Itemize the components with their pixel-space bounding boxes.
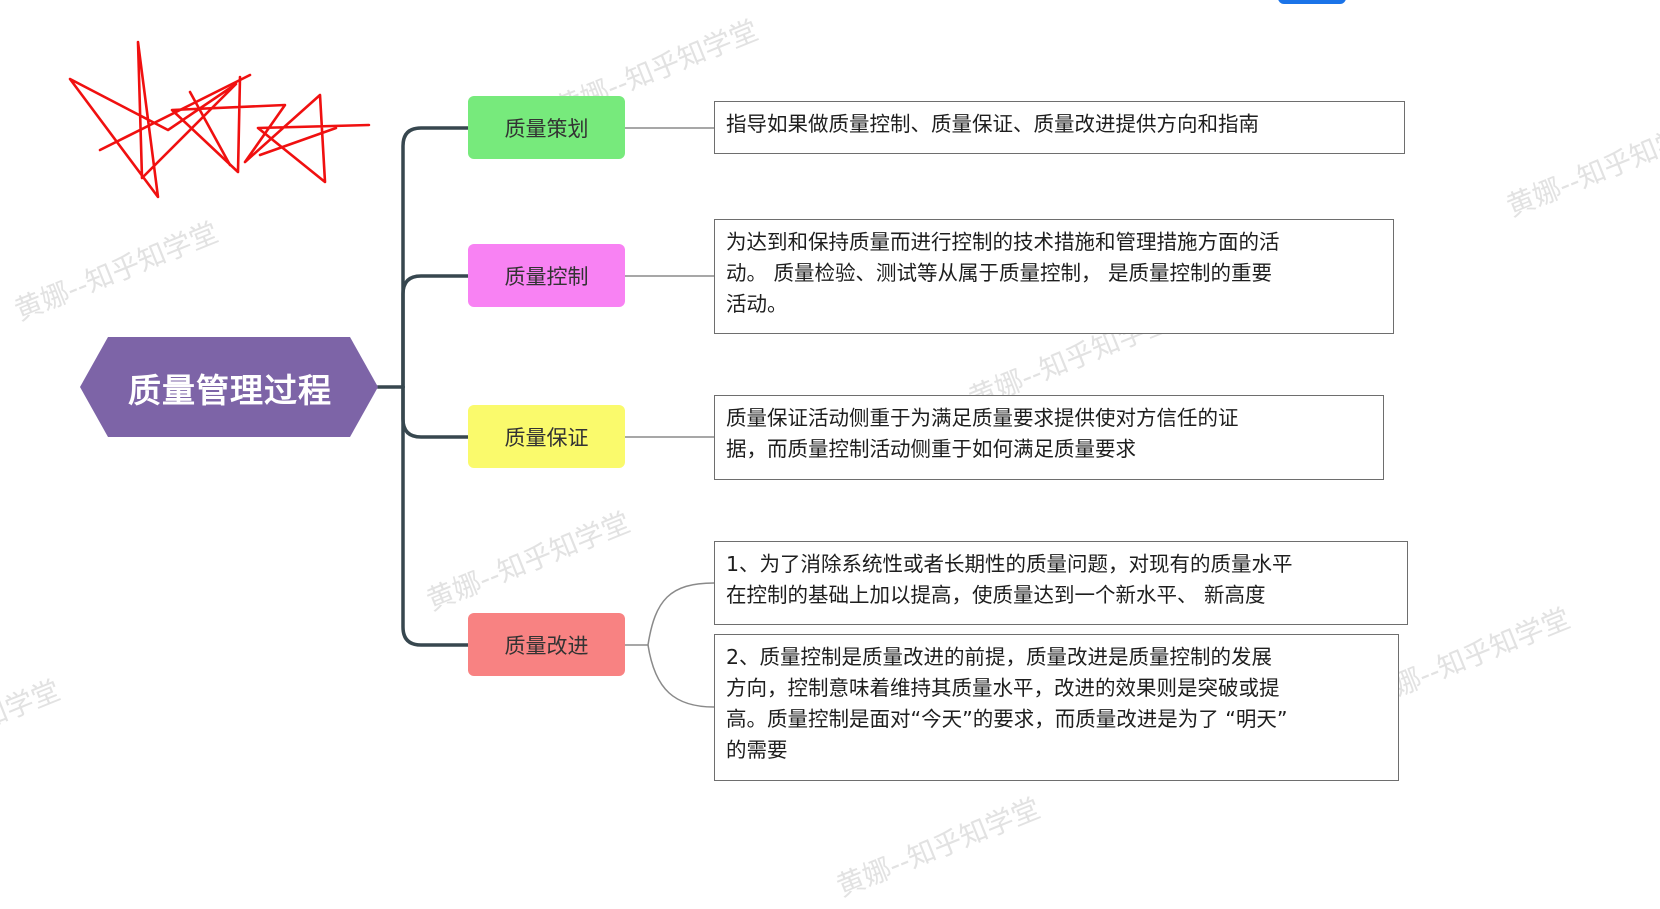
detail-box-assurance: 质量保证活动侧重于为满足质量要求提供使对方信任的证 据，而质量控制活动侧重于如何… — [714, 395, 1384, 480]
branch-label: 质量保证 — [504, 425, 589, 450]
top-edge-pill — [1278, 0, 1346, 4]
detail-box-improvement-1: 1、为了消除系统性或者长期性的质量问题，对现有的质量水平 在控制的基础上加以提高… — [714, 541, 1408, 625]
detail-box-improvement-2: 2、质量控制是质量改进的前提，质量改进是质量控制的发展 方向，控制意味着维持其质… — [714, 634, 1399, 781]
leaf-connector-4a — [625, 582, 715, 646]
scribble-star-left — [68, 40, 238, 199]
branch-node-quality-planning: 质量策划 — [468, 96, 625, 159]
branch-connector-4 — [401, 385, 470, 647]
scribble-strokes — [98, 73, 338, 167]
branch-connector-3 — [401, 385, 470, 439]
branch-node-quality-control: 质量控制 — [468, 244, 625, 307]
branch-label: 质量策划 — [504, 116, 589, 141]
branch-node-quality-assurance: 质量保证 — [468, 405, 625, 468]
leaf-connector-4b — [647, 644, 715, 708]
branch-connector-1 — [401, 126, 470, 389]
branch-node-quality-improvement: 质量改进 — [468, 613, 625, 676]
branch-label: 质量控制 — [504, 264, 589, 289]
scribble-star-right — [170, 75, 371, 184]
detail-box-control: 为达到和保持质量而进行控制的技术措施和管理措施方面的活 动。 质量检验、测试等从… — [714, 219, 1394, 334]
branch-label: 质量改进 — [504, 633, 589, 658]
detail-box-planning: 指导如果做质量控制、质量保证、质量改进提供方向和指南 — [714, 101, 1405, 154]
root-node-shape — [80, 337, 378, 437]
branch-connector-2 — [401, 274, 470, 389]
root-node-label: 质量管理过程 — [128, 371, 332, 410]
